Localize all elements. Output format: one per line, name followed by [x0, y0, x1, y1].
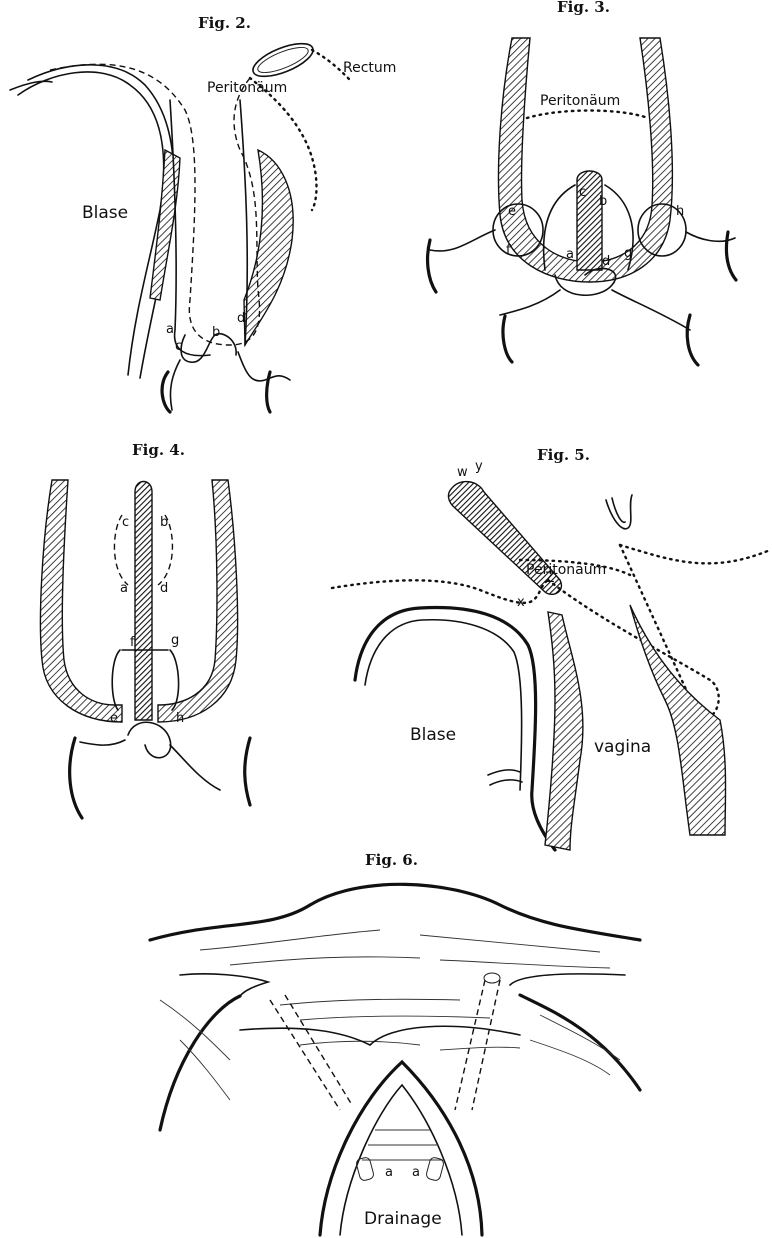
fig4-needle-right — [245, 738, 250, 805]
fig6-drain-right-a — [455, 980, 485, 1110]
figure-5: Fig. 5. w y Peritonäum Z x Blase vagina — [332, 446, 770, 850]
fig4-thread-left — [80, 740, 125, 745]
fig2-needle-right — [267, 372, 270, 412]
fig5-peritoneum-left — [332, 580, 548, 603]
fig3-label-h: h — [676, 204, 684, 219]
fig2-fold — [10, 81, 52, 90]
fig4-thread-right — [170, 745, 220, 790]
fig2-suture-thread-right — [238, 352, 290, 381]
fig6-skin-surface — [150, 884, 640, 940]
fig5-hook — [606, 495, 632, 529]
fig6-label-drainage: Drainage — [364, 1209, 442, 1229]
fig6-right-edge — [510, 974, 625, 985]
fig4-wall-right — [158, 480, 238, 722]
fig6-drain-left-b — [285, 995, 352, 1105]
fig2-label-b: b — [212, 325, 220, 340]
fig2-label-rectum: Rectum — [343, 60, 396, 76]
fig3-label-f: f — [506, 243, 511, 258]
figure-6: Fig. 6. — [150, 851, 640, 1235]
fig4-label-e: e — [110, 711, 118, 726]
fig5-title: Fig. 5. — [537, 446, 590, 464]
fig6-label-a1: a — [385, 1165, 393, 1180]
fig5-label-x: x — [517, 595, 525, 610]
fig3-thread-br — [612, 290, 690, 330]
fig2-label-a: a — [166, 322, 174, 337]
fig6-drain-right-b — [472, 980, 500, 1110]
figure-4: Fig. 4. c b a d f g e h — [40, 441, 250, 818]
fig2-needle-left — [162, 372, 170, 412]
fig3-label-c: c — [579, 185, 586, 200]
fig4-label-h: h — [176, 711, 184, 726]
fig3-title: Fig. 3. — [557, 0, 610, 16]
fig3-label-g: g — [624, 246, 632, 261]
fig3-peritoneum-line — [527, 111, 648, 119]
fig4-central-stump — [135, 482, 152, 721]
fig5-fold-2 — [490, 780, 522, 785]
fig4-wall-left — [40, 480, 122, 722]
fig3-label-e: e — [508, 204, 516, 219]
fig5-label-y: y — [475, 459, 483, 474]
fig4-loop-fe — [112, 650, 120, 710]
fig4-label-b: b — [160, 515, 168, 530]
fig4-label-a: a — [120, 581, 128, 596]
fig5-vagina-wall-right — [630, 605, 726, 835]
fig3-needle-left — [428, 240, 436, 292]
fig2-label-peritoneum: Peritonäum — [207, 80, 287, 96]
fig2-bladder-wall — [18, 72, 164, 375]
fig6-drain-left-a — [270, 1000, 340, 1110]
fig4-needle-left — [70, 738, 82, 818]
fig3-label-peritoneum: Peritonäum — [540, 93, 620, 109]
fig3-needle-br — [687, 315, 698, 365]
fig5-label-bladder: Blase — [410, 725, 456, 745]
fig4-label-g: g — [171, 633, 179, 648]
fig5-label-w: w — [457, 465, 468, 480]
fig4-knot — [128, 722, 171, 757]
fig6-deep-fascia — [240, 1026, 520, 1045]
fig3-label-d: d — [602, 254, 610, 269]
fig2-title: Fig. 2. — [198, 14, 251, 32]
fig5-label-z: Z — [545, 570, 555, 586]
fig3-needle-bl — [503, 316, 512, 362]
fig5-dotted-upper — [620, 545, 770, 563]
fig4-loop-gh — [170, 650, 179, 710]
fig2-label-c: c — [175, 339, 182, 354]
fig3-thread-left — [430, 230, 495, 251]
figure-2: Fig. 2. Peritonäum Rectum Blase a c b d — [10, 14, 396, 412]
figure-3: Fig. 3. Peritonäum c b e h f a d g — [428, 0, 736, 365]
fig3-label-a: a — [566, 247, 574, 262]
fig2-rectum-ring — [249, 37, 317, 83]
fig6-left-wound-wall — [160, 996, 240, 1130]
fig5-label-vagina: vagina — [594, 737, 651, 757]
fig5-vagina-wall-left — [545, 612, 583, 850]
fig6-drain-right-tip — [484, 973, 500, 983]
fig4-label-d: d — [160, 581, 168, 596]
fig5-label-peritoneum: Peritonäum — [526, 562, 606, 578]
fig5-bladder-wall-inner — [365, 620, 522, 790]
fig2-suture-loop — [181, 334, 236, 363]
fig3-thread-bl — [500, 290, 560, 315]
fig2-vagina-wall-right — [244, 150, 293, 345]
fig6-title: Fig. 6. — [365, 851, 418, 869]
fig2-label-bladder: Blase — [82, 203, 128, 223]
fig6-left-edge — [180, 974, 268, 996]
fig4-title: Fig. 4. — [132, 441, 185, 459]
fig6-label-a2: a — [412, 1165, 420, 1180]
fig4-label-c: c — [122, 515, 129, 530]
fig2-suture-thread-left — [170, 360, 180, 410]
fig2-label-d: d — [237, 311, 245, 326]
fig4-label-f: f — [130, 635, 135, 650]
fig5-fold — [488, 770, 520, 775]
fig3-label-b: b — [599, 194, 607, 209]
